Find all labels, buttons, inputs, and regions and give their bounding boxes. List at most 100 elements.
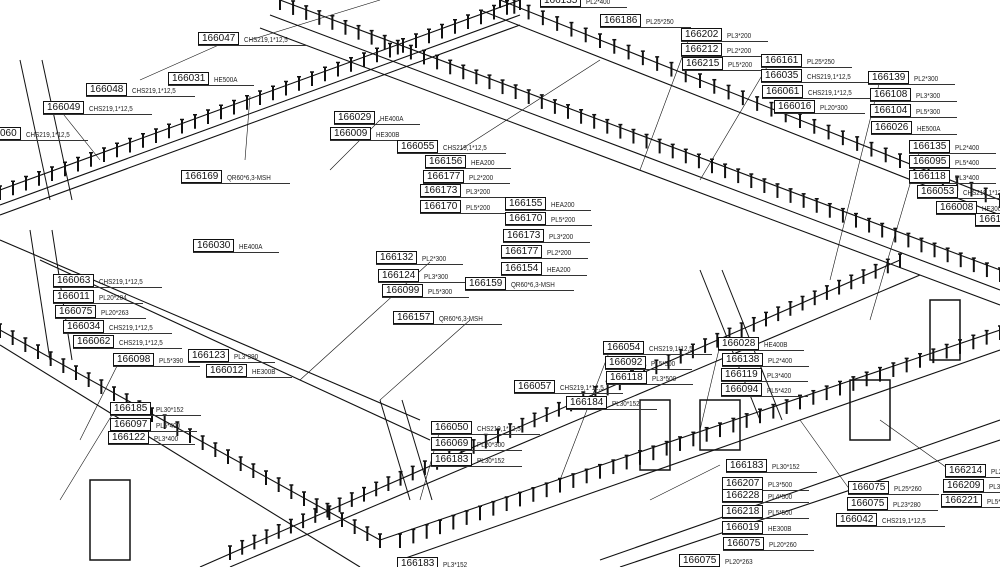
- beam-edge: [229, 274, 921, 567]
- part-profile: PL25*260: [894, 486, 923, 493]
- part-profile: PL2*4: [991, 469, 1000, 476]
- part-number: 166138: [722, 353, 764, 366]
- part-number: 166075: [723, 537, 765, 550]
- part-profile: PL30*152: [156, 407, 185, 414]
- part-profile: HE300B: [982, 206, 1000, 213]
- part-number: 166155: [505, 197, 547, 210]
- part-profile: PL5*500: [768, 510, 793, 517]
- part-number: 166061: [762, 85, 804, 98]
- part-number: 166031: [168, 72, 210, 85]
- part-profile: CHS219,1*12,5: [560, 385, 605, 392]
- leader-line: [79, 359, 121, 441]
- part-number: 166047: [198, 32, 240, 45]
- part-profile: HEA200: [547, 267, 571, 274]
- part-number: 166019: [722, 521, 764, 534]
- part-number: 166034: [63, 320, 105, 333]
- part-profile: HE500A: [917, 126, 941, 133]
- part-number: 166177: [501, 245, 543, 258]
- part-number: 166063: [53, 274, 95, 287]
- part-profile: PL20*263: [725, 559, 754, 566]
- part-number: 166186: [600, 14, 642, 27]
- part-profile: CHS219,1*12,5: [963, 190, 1000, 197]
- part-profile: PL3*400: [766, 373, 791, 380]
- part-number: 166173: [420, 184, 462, 197]
- part-number: 166173: [503, 229, 545, 242]
- part-number: 166157: [393, 311, 435, 324]
- part-number: 166139: [868, 71, 910, 84]
- leader-line: [139, 39, 231, 81]
- part-profile: PL2*400: [955, 145, 980, 152]
- part-number: 166053: [917, 185, 959, 198]
- part-profile: CHS219,1*12,5: [649, 346, 694, 353]
- beam-edge: [399, 349, 1000, 561]
- part-number: 166092: [605, 356, 647, 369]
- part-profile: HE400A: [239, 244, 263, 251]
- part-number: 166029: [334, 111, 376, 124]
- part-number: 166183: [431, 453, 473, 466]
- part-profile: PL3*400: [954, 175, 979, 182]
- part-number: 166159: [465, 277, 507, 290]
- part-profile: PL3*300: [916, 93, 941, 100]
- part-number: 166048: [86, 83, 128, 96]
- part-profile: PL5*300: [428, 289, 453, 296]
- leader-line: [329, 119, 381, 171]
- part-number: 166132: [376, 251, 418, 264]
- part-number: 166118: [606, 371, 647, 384]
- part-profile: PL5*40: [987, 499, 1000, 506]
- beam-edge: [0, 14, 521, 206]
- part-number: 166177: [423, 170, 465, 183]
- part-number: 166008: [936, 201, 978, 214]
- part-profile: PL5*400: [156, 423, 181, 430]
- part-number: 166170: [505, 212, 547, 225]
- tube-edge: [379, 399, 411, 501]
- part-profile: HE400A: [380, 116, 404, 123]
- beam-edge: [0, 344, 361, 567]
- beam-edge: [269, 14, 1000, 291]
- part-number: 166009: [330, 127, 372, 140]
- part-profile: HEA200: [551, 202, 575, 209]
- part-profile: PL25*250: [807, 59, 836, 66]
- connection-plate: [89, 479, 131, 561]
- part-profile: PL23*280: [893, 502, 922, 509]
- part-profile: PL20*260: [769, 542, 798, 549]
- part-number: 166012: [206, 364, 248, 377]
- beam-edge: [279, 0, 1000, 271]
- part-number: 166042: [836, 513, 878, 526]
- part-number: 166075: [847, 497, 889, 510]
- part-number: 166075: [55, 305, 97, 318]
- part-number: 166123: [188, 349, 230, 362]
- part-profile: PL20*204: [98, 295, 127, 302]
- part-profile: CHS219,1*12,5: [119, 340, 164, 347]
- part-number: 166124: [378, 269, 420, 282]
- part-profile: HE300B: [376, 132, 400, 139]
- leader-line: [379, 319, 471, 401]
- beam-edge: [0, 239, 421, 421]
- leader-line: [639, 35, 691, 171]
- part-number: 166098: [113, 353, 155, 366]
- part-profile: HE400B: [764, 342, 788, 349]
- part-callout: 16619: [975, 213, 1000, 227]
- part-profile: PL5*400: [955, 160, 980, 167]
- part-profile: PL20*300: [820, 105, 849, 112]
- part-profile: PL4*500: [768, 494, 793, 501]
- part-number: 166028: [718, 337, 760, 350]
- part-number: 166212: [681, 43, 723, 56]
